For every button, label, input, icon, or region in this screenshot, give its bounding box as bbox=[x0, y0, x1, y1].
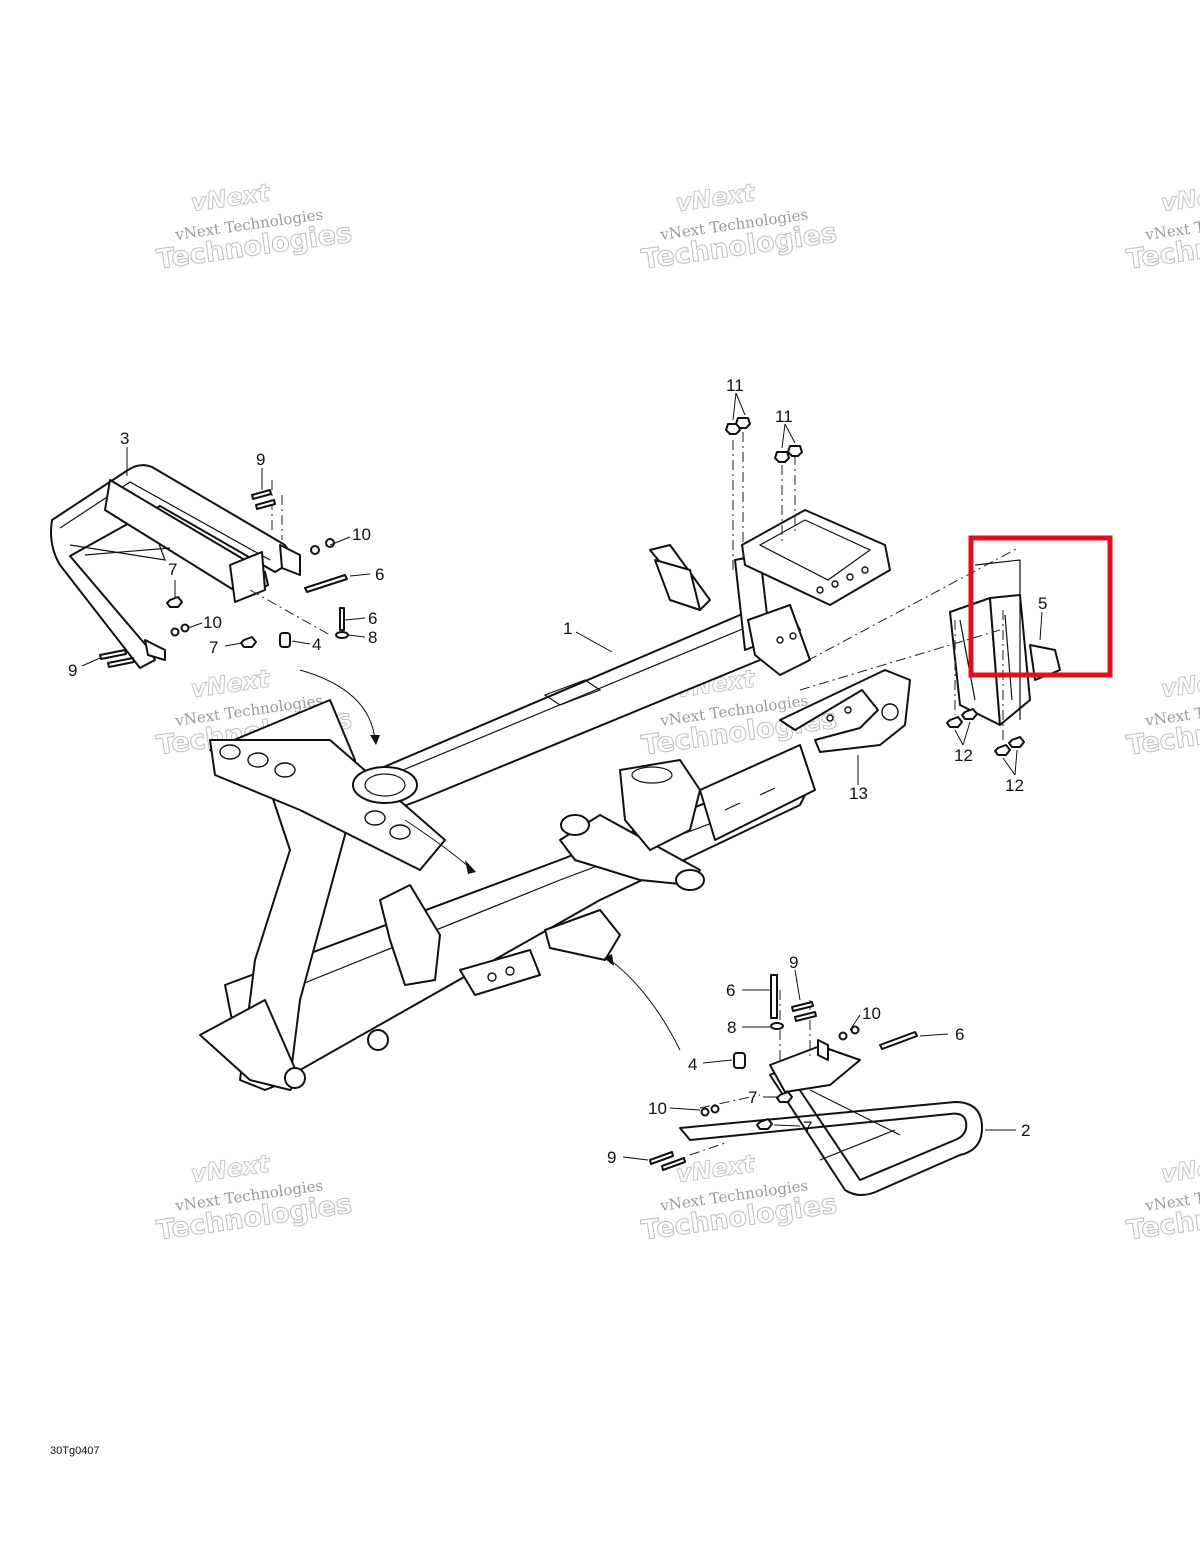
callout-6[interactable]: 6 bbox=[726, 981, 735, 1000]
part-13-side-plate[interactable] bbox=[779, 669, 911, 753]
watermark-vnext: vNext bbox=[189, 664, 273, 703]
hardware bbox=[99, 417, 1025, 1171]
nut-7[interactable] bbox=[756, 1118, 773, 1130]
nut-10[interactable] bbox=[710, 1104, 720, 1114]
bolt-9[interactable] bbox=[99, 649, 127, 660]
callout-9[interactable]: 9 bbox=[607, 1148, 616, 1167]
watermark-vnext: vNext bbox=[1159, 664, 1200, 703]
callout-10[interactable]: 10 bbox=[352, 525, 371, 544]
watermark-vnext: vNext bbox=[1159, 178, 1200, 217]
spacer-4[interactable] bbox=[733, 1052, 746, 1069]
callout-6[interactable]: 6 bbox=[368, 609, 377, 628]
washer-8[interactable] bbox=[770, 1022, 784, 1030]
bolt-6[interactable] bbox=[879, 1031, 918, 1050]
callout-7[interactable]: 7 bbox=[168, 560, 177, 579]
callout-6[interactable]: 6 bbox=[955, 1025, 964, 1044]
callout-5[interactable]: 5 bbox=[1038, 594, 1047, 613]
callout-13[interactable]: 13 bbox=[849, 784, 868, 803]
nut-7[interactable] bbox=[240, 636, 257, 648]
callout-9[interactable]: 9 bbox=[789, 953, 798, 972]
part-1-main-frame[interactable] bbox=[199, 509, 891, 1091]
bolt-6[interactable] bbox=[304, 574, 348, 593]
bolt-9[interactable] bbox=[649, 1151, 674, 1165]
watermark-vnext: vNext bbox=[189, 1149, 273, 1188]
nut-12[interactable] bbox=[961, 708, 978, 720]
callout-11[interactable]: 11 bbox=[775, 407, 793, 426]
part-5-bracket[interactable] bbox=[949, 559, 1061, 726]
callout-labels: 3 1 9 10 6 6 8 4 7 7 10 9 11 11 5 12 12 … bbox=[68, 376, 1047, 1167]
callout-7[interactable]: 7 bbox=[803, 1118, 812, 1137]
nut-10[interactable] bbox=[180, 623, 190, 633]
part-2-grab-bar[interactable] bbox=[679, 1039, 983, 1196]
callout-8[interactable]: 8 bbox=[368, 628, 377, 647]
nut-10[interactable] bbox=[170, 627, 180, 637]
nut-12[interactable] bbox=[1008, 736, 1025, 748]
callout-3[interactable]: 3 bbox=[120, 429, 129, 448]
bolt-6[interactable] bbox=[770, 974, 778, 1019]
spacer-4[interactable] bbox=[279, 632, 291, 648]
nut-10[interactable] bbox=[838, 1031, 848, 1041]
watermark-vnext: vNext bbox=[189, 178, 273, 217]
watermark-vnext: vNext bbox=[674, 178, 758, 217]
callout-10[interactable]: 10 bbox=[203, 613, 222, 632]
nut-10[interactable] bbox=[700, 1107, 710, 1117]
bolt-11[interactable] bbox=[735, 417, 751, 429]
watermark-vnext: vNext bbox=[1159, 1149, 1200, 1188]
watermark-vnext: vNext bbox=[674, 1149, 758, 1188]
nut-10[interactable] bbox=[850, 1025, 860, 1035]
assembly-lines bbox=[249, 432, 1019, 1156]
bolt-6[interactable] bbox=[339, 607, 345, 631]
callout-12[interactable]: 12 bbox=[954, 746, 973, 765]
nut-7[interactable] bbox=[776, 1091, 793, 1103]
watermark-group: vNext vNext Technologies Technologies vN… bbox=[154, 178, 1200, 1247]
nut-12[interactable] bbox=[946, 716, 963, 728]
callout-8[interactable]: 8 bbox=[727, 1018, 736, 1037]
bolt-9[interactable] bbox=[107, 657, 135, 668]
nut-10[interactable] bbox=[325, 538, 335, 548]
callout-9[interactable]: 9 bbox=[256, 450, 265, 469]
callout-12[interactable]: 12 bbox=[1005, 776, 1024, 795]
callout-7[interactable]: 7 bbox=[209, 638, 218, 657]
washer-8[interactable] bbox=[335, 631, 349, 639]
callout-4[interactable]: 4 bbox=[688, 1055, 697, 1074]
callout-10[interactable]: 10 bbox=[648, 1099, 667, 1118]
callout-9[interactable]: 9 bbox=[68, 661, 77, 680]
part-3-grab-bar[interactable] bbox=[50, 464, 301, 669]
callout-2[interactable]: 2 bbox=[1021, 1121, 1030, 1140]
bolt-9[interactable] bbox=[255, 499, 276, 510]
bolt-9[interactable] bbox=[794, 1011, 817, 1022]
callout-6[interactable]: 6 bbox=[375, 565, 384, 584]
diagram-code: 30Tg0407 bbox=[50, 1445, 100, 1457]
callout-4[interactable]: 4 bbox=[312, 635, 321, 654]
nut-12[interactable] bbox=[994, 744, 1011, 756]
callout-7[interactable]: 7 bbox=[748, 1088, 757, 1107]
callout-11[interactable]: 11 bbox=[726, 376, 744, 395]
detail-arrows bbox=[299, 669, 681, 1051]
callout-10[interactable]: 10 bbox=[862, 1004, 881, 1023]
nut-10[interactable] bbox=[310, 545, 320, 555]
bolt-11[interactable] bbox=[774, 451, 790, 463]
bolt-9[interactable] bbox=[251, 489, 272, 500]
highlight-box bbox=[968, 535, 1113, 678]
bolt-9[interactable] bbox=[791, 1001, 814, 1012]
leader-lines bbox=[81, 392, 1043, 1161]
bolt-11[interactable] bbox=[787, 445, 803, 457]
callout-1[interactable]: 1 bbox=[563, 619, 572, 638]
bolt-9[interactable] bbox=[661, 1157, 686, 1171]
nut-7[interactable] bbox=[166, 596, 183, 608]
